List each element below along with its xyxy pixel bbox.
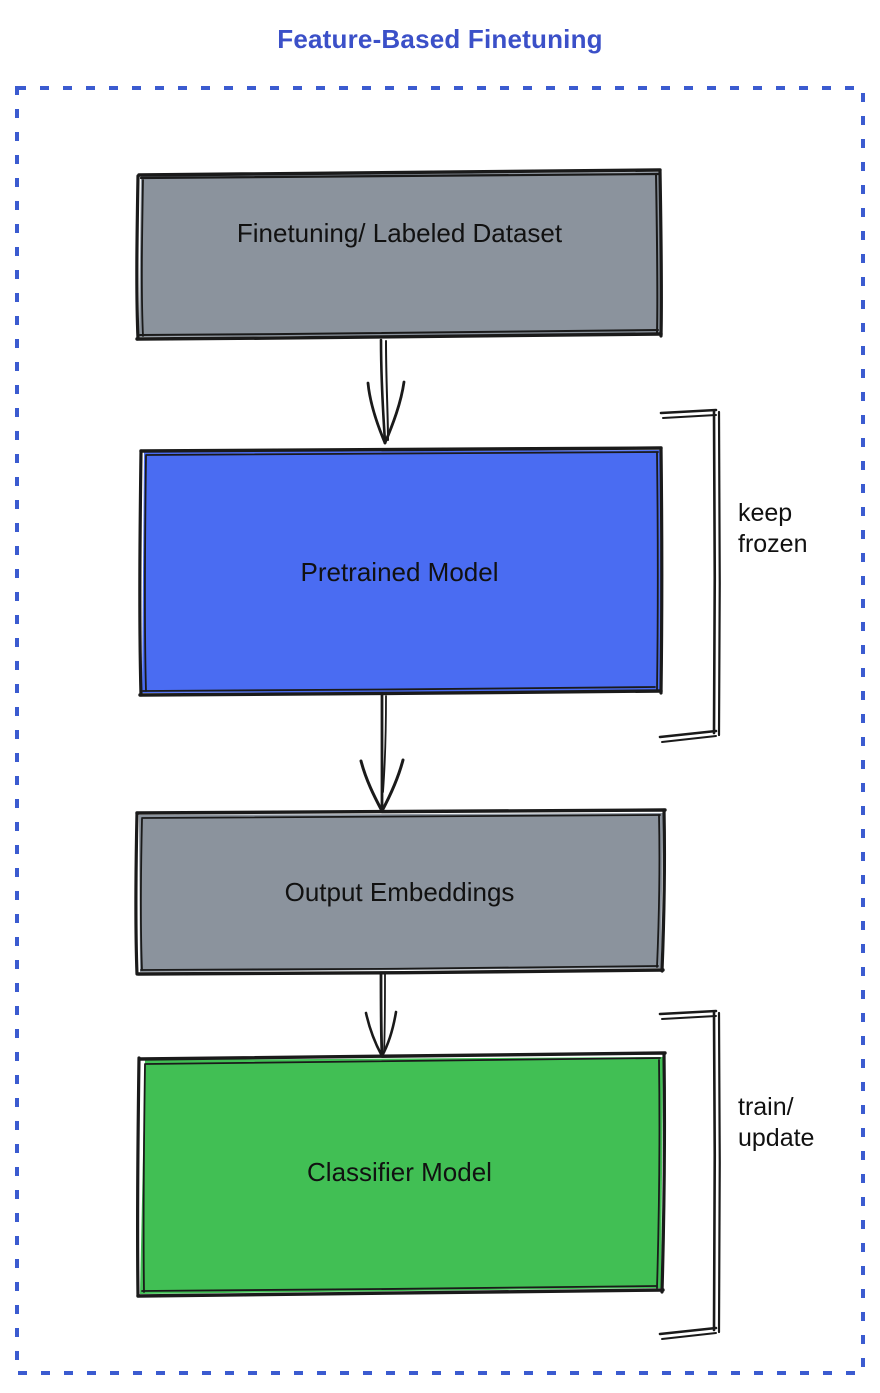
bracket-train-update: [658, 1009, 721, 1340]
node-classifier-outline-a: [138, 1051, 667, 1061]
edge-dataset-to-pretrained: [366, 338, 406, 445]
node-classifier-outline-b: [145, 1057, 661, 1065]
node-classifier-outline-e: [136, 1288, 665, 1298]
arrowhead-left: [364, 1011, 384, 1058]
bracket-spine: [712, 409, 717, 735]
node-embeddings-outline-h: [139, 818, 143, 971]
node-dataset-outline-h: [140, 179, 144, 337]
bracket-spine-echo: [717, 410, 721, 737]
bracket-top-arm: [659, 408, 718, 415]
bracket-spine-echo: [717, 1011, 721, 1334]
node-dataset-outline-c: [658, 169, 664, 338]
node-dataset-outline-a: [137, 168, 662, 177]
node-classifier-outline-d: [656, 1059, 661, 1289]
arrowhead-right: [383, 380, 406, 445]
annotation-keep-frozen-label: keep frozen: [738, 499, 808, 558]
node-embeddings-outline-g: [134, 811, 139, 976]
node-pretrained-outline-g: [138, 449, 143, 697]
node-pretrained-outline-c: [659, 446, 664, 695]
node-dataset-fill: [139, 172, 661, 337]
node-pretrained-outline-a: [139, 446, 663, 453]
arrowhead-left: [366, 381, 387, 445]
node-dataset-outline-g: [135, 174, 140, 341]
bracket-bottom-arm-echo: [661, 1332, 717, 1340]
edge-shaft-echo: [382, 695, 387, 793]
node-embeddings-outline-d: [656, 814, 661, 968]
node-dataset-outline-b: [139, 172, 661, 180]
arrowhead-right: [380, 1010, 398, 1058]
bracket-top-arm: [658, 1009, 718, 1016]
node-embeddings-outline-f: [140, 965, 659, 971]
node-pretrained-fill: [142, 450, 661, 693]
node-pretrained-outline-e: [138, 689, 663, 697]
node-pretrained[interactable]: [138, 446, 664, 697]
bracket-top-arm-echo: [661, 1015, 717, 1020]
node-classifier-outline-h: [142, 1063, 146, 1293]
node-embeddings-outline-c: [660, 808, 666, 973]
node-embeddings-outline-e: [136, 968, 665, 976]
arrowhead-right: [380, 758, 405, 813]
node-pretrained-outline-d: [656, 452, 659, 691]
bracket-top-arm-echo: [662, 414, 717, 419]
node-classifier-outline-c: [660, 1052, 666, 1294]
annotation-train-update-label: train/ update: [738, 1093, 815, 1152]
bracket-bottom-arm: [658, 729, 718, 739]
edge-shaft-echo: [383, 973, 386, 1053]
dashed-container: [15, 86, 865, 1375]
bracket-bottom-arm-echo: [661, 735, 717, 743]
bracket-keep-frozen: [658, 408, 721, 743]
node-classifier-fill: [140, 1057, 663, 1294]
node-pretrained-outline-h: [143, 455, 147, 692]
node-embeddings-fill: [139, 813, 663, 972]
node-dataset-outline-d: [655, 173, 659, 335]
node-classifier-outline-g: [135, 1056, 141, 1298]
node-pretrained-outline-f: [142, 686, 656, 692]
node-dataset[interactable]: [135, 168, 664, 341]
page-title: Feature-Based Finetuning: [277, 24, 603, 54]
node-classifier-outline-f: [141, 1285, 657, 1292]
bracket-spine: [712, 1010, 717, 1332]
node-embeddings-outline-b: [141, 814, 661, 819]
edge-shaft: [379, 338, 387, 444]
edge-shaft-echo: [385, 340, 389, 441]
edge-pretrained-to-embeddings: [359, 692, 405, 813]
node-embeddings-outline-a: [135, 808, 667, 815]
node-classifier[interactable]: [135, 1051, 667, 1298]
arrowhead-left: [359, 759, 384, 813]
edge-shaft: [379, 971, 384, 1057]
node-dataset-outline-f: [139, 329, 659, 336]
node-dataset-outline-e: [135, 332, 663, 341]
edge-embeddings-to-classifier: [364, 971, 398, 1058]
node-embeddings[interactable]: [134, 808, 667, 976]
bracket-bottom-arm: [658, 1326, 718, 1336]
